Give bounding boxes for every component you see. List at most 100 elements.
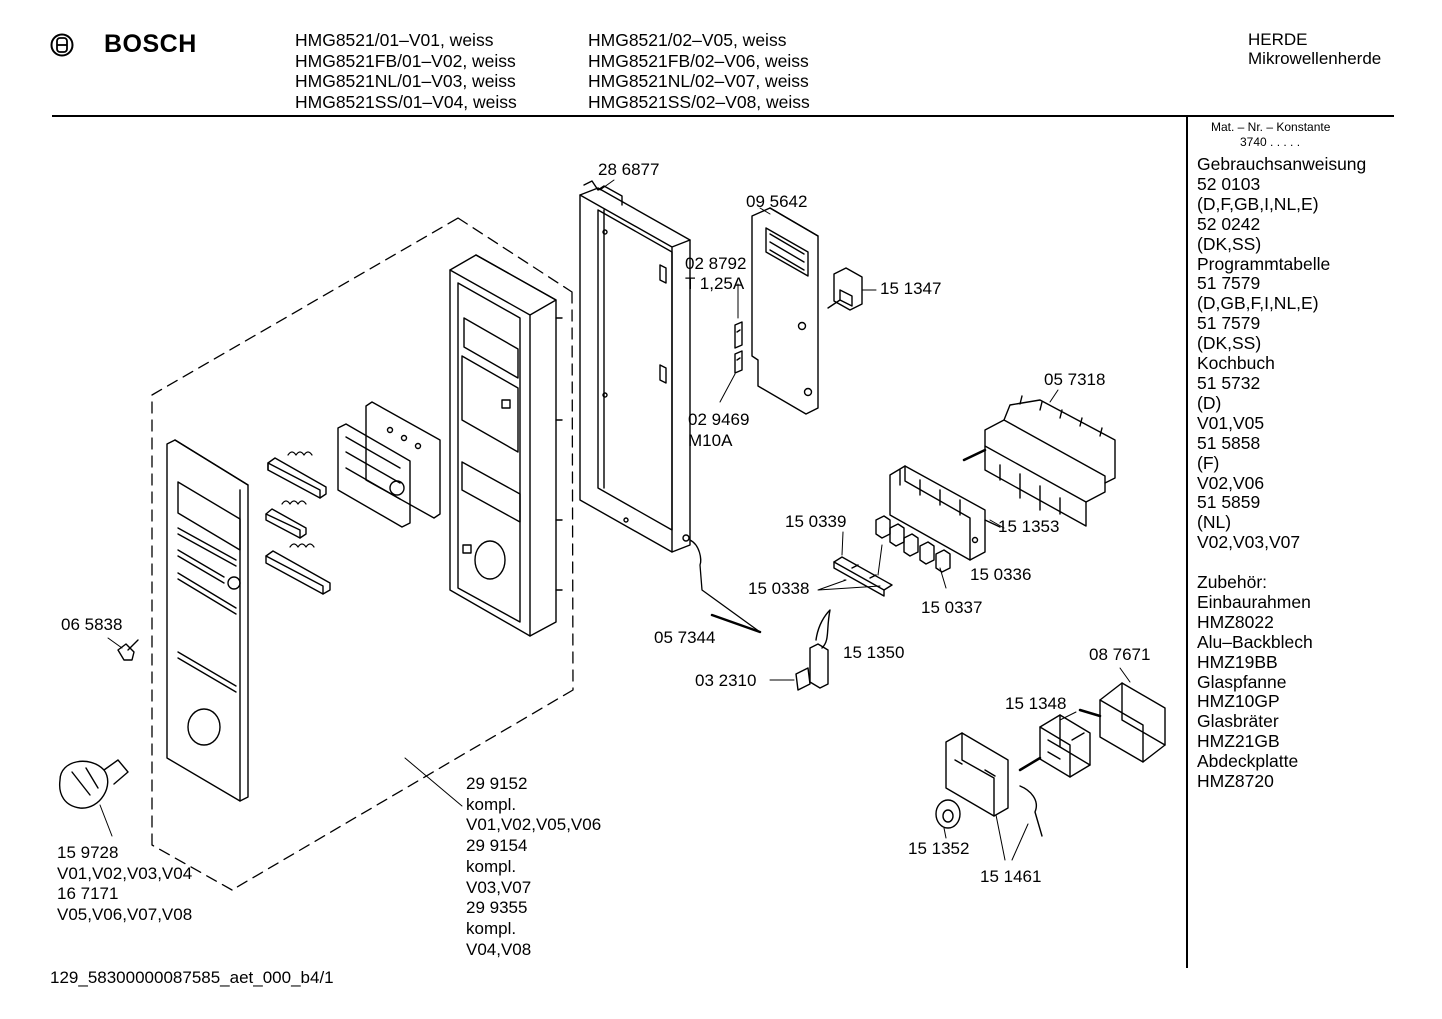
- constant-value: 3740 . . . . .: [1240, 135, 1301, 149]
- sidebar-line: (NL): [1197, 512, 1232, 533]
- rotary-switch: [827, 267, 863, 311]
- panel-line: kompl.: [466, 856, 517, 876]
- assembly-outline: [151, 217, 574, 891]
- model-line: HMG8521FB/01–V02, weiss: [295, 50, 516, 71]
- knob-line: 16 7171: [57, 884, 119, 904]
- switch-block: [962, 395, 1116, 527]
- part-label-029469: 02 9469: [688, 410, 750, 429]
- sidebar-line: (D,F,GB,I,NL,E): [1197, 193, 1319, 214]
- panel-assembly-labels: 29 9152 kompl. V01,V02,V05,V06 29 9154 k…: [466, 774, 601, 960]
- model-list-1: HMG8521/01–V01, weiss HMG8521FB/01–V02, …: [295, 30, 517, 112]
- sidebar-line: Zubehör:: [1197, 572, 1268, 593]
- panel-line: kompl.: [466, 918, 517, 938]
- front-frame: [449, 254, 563, 637]
- switch-bracket: [889, 465, 1001, 561]
- part-label-032310: 03 2310: [695, 671, 757, 690]
- part-label-095642: 09 5642: [746, 192, 808, 211]
- panel-line: 29 9154: [466, 836, 528, 856]
- sidebar-line: HMZ10GP: [1197, 691, 1280, 712]
- part-label-151352: 15 1352: [908, 839, 970, 858]
- sidebar-line: Kochbuch: [1197, 353, 1275, 374]
- sidebar-line: (D,GB,F,I,NL,E): [1197, 293, 1319, 314]
- part-label-151353: 15 1353: [998, 517, 1060, 536]
- part-label-286877: 28 6877: [598, 160, 660, 179]
- part-rating-029469: M10A: [688, 431, 733, 450]
- back-frame: [579, 180, 762, 634]
- category: HERDE Mikrowellenherde: [1248, 30, 1381, 68]
- model-line: HMG8521/01–V01, weiss: [295, 30, 494, 50]
- contact-strip: [817, 531, 893, 597]
- sidebar-line: Glasbräter: [1197, 711, 1279, 732]
- part-label-151347: 15 1347: [880, 279, 942, 298]
- knob-line: V05,V06,V07,V08: [57, 905, 193, 925]
- model-list-2: HMG8521/02–V05, weiss HMG8521FB/02–V06, …: [588, 30, 810, 112]
- part-label-057344: 05 7344: [654, 628, 716, 647]
- button-group: [265, 451, 331, 595]
- model-line: HMG8521SS/02–V08, weiss: [588, 91, 810, 112]
- part-label-028792: 02 8792: [685, 254, 747, 273]
- category-title: HERDE: [1248, 30, 1308, 49]
- sidebar-line: Programmtabelle: [1197, 253, 1331, 274]
- sidebar-line: Gebrauchsanweisung: [1197, 154, 1367, 174]
- panel-line: V01,V02,V05,V06: [466, 815, 602, 835]
- part-label-151461: 15 1461: [980, 867, 1042, 886]
- sidebar-line: HMZ8022: [1197, 611, 1274, 632]
- control-board: [751, 207, 819, 415]
- part-label-150338: 15 0338: [748, 579, 810, 598]
- sidebar-line: V02,V06: [1197, 472, 1265, 493]
- sidebar-line: Einbaurahmen: [1197, 591, 1311, 612]
- sidebar-line: 51 7579: [1197, 313, 1261, 334]
- sidebar-line: Alu–Backblech: [1197, 631, 1313, 652]
- sidebar-line: 51 7579: [1197, 273, 1261, 294]
- knob-line: 15 9728: [57, 843, 119, 862]
- model-line: HMG8521NL/02–V07, weiss: [588, 71, 809, 91]
- fuse-set: [719, 283, 743, 403]
- part-label-150339: 15 0339: [785, 512, 847, 531]
- constant-label: Mat. – Nr. – Konstante: [1211, 120, 1331, 134]
- sidebar-line: 52 0103: [1197, 173, 1261, 194]
- sidebar-line: HMZ21GB: [1197, 731, 1280, 752]
- part-label-087671: 08 7671: [1089, 645, 1151, 664]
- sidebar-line: 52 0242: [1197, 213, 1261, 234]
- sidebar-line: 51 5859: [1197, 492, 1261, 513]
- sidebar-line: (F): [1197, 452, 1220, 473]
- sidebar-line: Abdeckplatte: [1197, 751, 1299, 772]
- timer-switch: [1018, 714, 1091, 778]
- panel-line: 29 9355: [466, 898, 528, 918]
- model-line: HMG8521SS/01–V04, weiss: [295, 91, 517, 112]
- bosch-logo-icon: [50, 33, 74, 57]
- panel-line: V03,V07: [466, 877, 532, 897]
- brand-name: BOSCH: [104, 30, 197, 58]
- sidebar-divider: [1186, 116, 1188, 968]
- document-id: 129_58300000087585_aet_000_b4/1: [50, 968, 334, 987]
- panel-line: kompl.: [466, 794, 517, 814]
- part-label-151350: 15 1350: [843, 643, 905, 662]
- header-divider: [52, 115, 1394, 117]
- panel-line: 29 9152: [466, 774, 528, 793]
- sidebar-line: Glaspfanne: [1197, 671, 1287, 692]
- motor-unit: [1078, 682, 1166, 763]
- model-line: HMG8521/02–V05, weiss: [588, 30, 787, 50]
- part-label-151348: 15 1348: [1005, 694, 1067, 713]
- model-line: HMG8521NL/01–V03, weiss: [295, 71, 516, 91]
- sidebar-line: (DK,SS): [1197, 333, 1262, 354]
- sidebar-line: HMZ19BB: [1197, 651, 1278, 672]
- sidebar-line: V01,V05: [1197, 412, 1265, 433]
- category-subtitle: Mikrowellenherde: [1248, 49, 1382, 68]
- part-rating-028792: T 1,25A: [685, 274, 745, 293]
- part-label-150337: 15 0337: [921, 598, 983, 617]
- part-label-057318: 05 7318: [1044, 370, 1106, 389]
- panel-line: V04,V08: [466, 939, 532, 959]
- part-label-065838: 06 5838: [61, 615, 123, 634]
- terminal-group: [875, 515, 951, 589]
- knob-line: V01,V02,V03,V04: [57, 863, 193, 883]
- timer-bracket: [945, 732, 1043, 861]
- knob-labels: 15 9728 V01,V02,V03,V04 16 7171 V05,V06,…: [57, 843, 192, 926]
- sidebar-line: V02,V03,V07: [1197, 532, 1301, 553]
- sidebar-line: 51 5732: [1197, 372, 1261, 393]
- rotary-knob: [58, 759, 129, 837]
- cam-cap: [935, 799, 961, 839]
- sidebar-line: (DK,SS): [1197, 233, 1262, 254]
- push-button: [107, 637, 139, 661]
